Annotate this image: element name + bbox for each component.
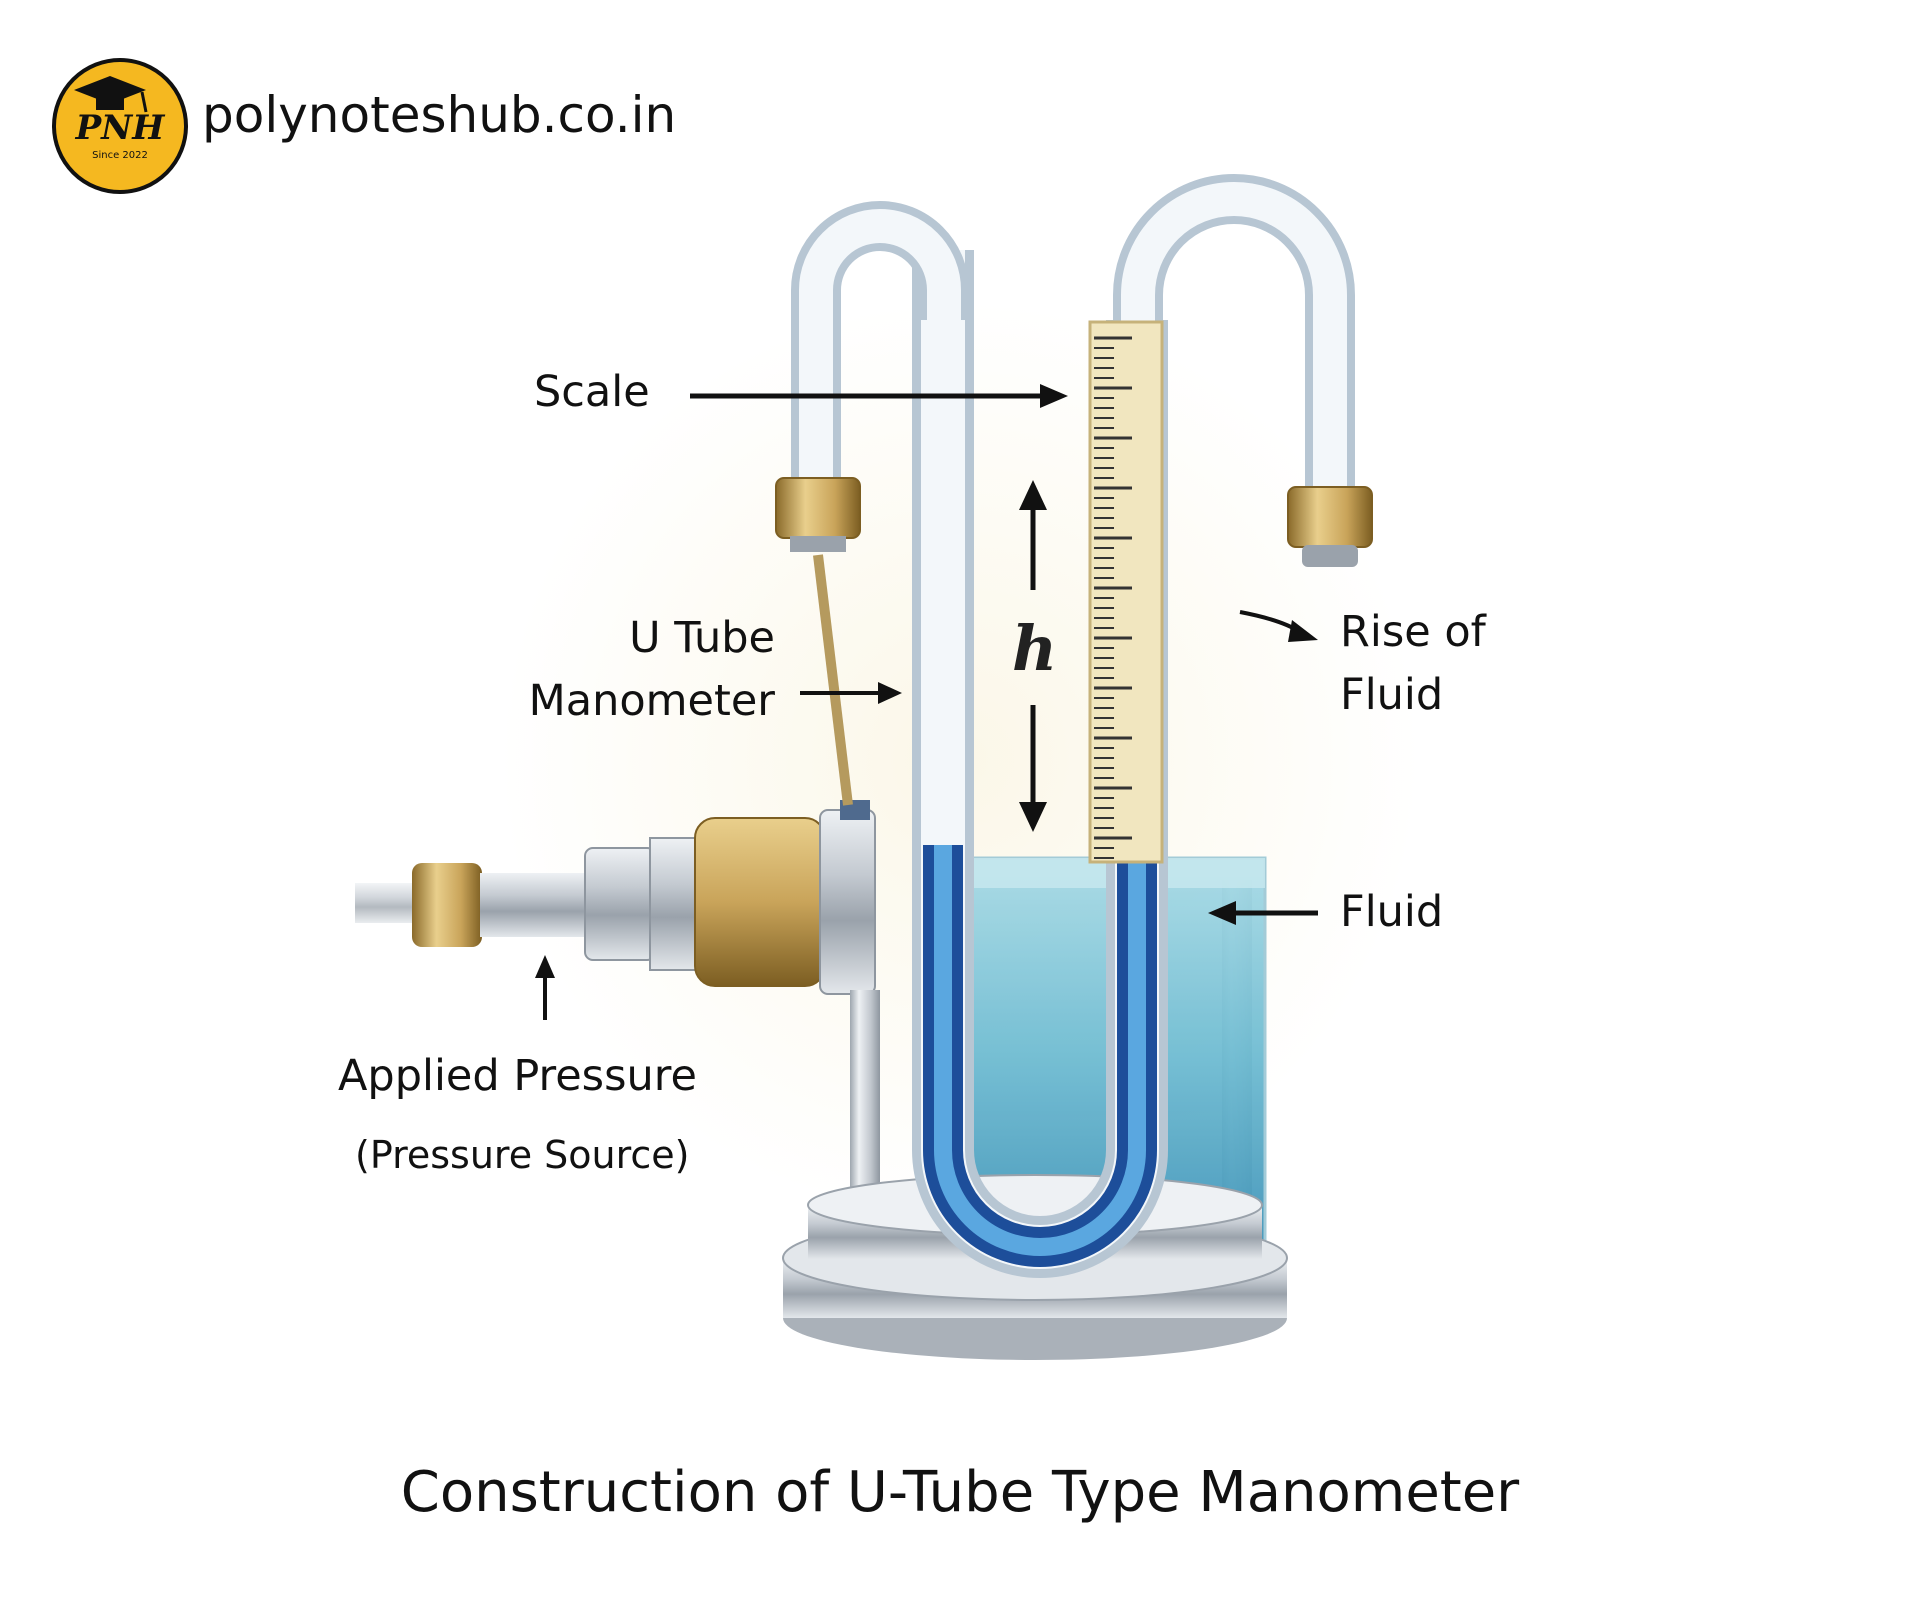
graduation-cap-icon	[74, 76, 148, 113]
logo-text: PNH	[75, 108, 165, 148]
rise-of-fluid-label-line2: Fluid	[1340, 670, 1444, 720]
arrow-up-icon	[535, 955, 555, 1020]
rise-of-fluid-label-line1: Rise of	[1340, 607, 1486, 657]
applied-pressure-label: Applied Pressure	[338, 1051, 697, 1101]
brand-logo	[52, 58, 188, 194]
diagram-caption: Construction of U-Tube Type Manometer	[400, 1460, 1520, 1525]
pressure-inlet-assembly	[355, 800, 876, 995]
pressure-source-label: (Pressure Source)	[355, 1133, 690, 1177]
arrow-right-icon	[1239, 610, 1318, 642]
left-hook-tube	[775, 201, 969, 552]
arrow-right-icon	[800, 682, 902, 704]
height-indicator	[1019, 480, 1047, 832]
arrow-left-icon	[1208, 901, 1318, 925]
logo-since: Since 2022	[92, 150, 148, 161]
fluid-label: Fluid	[1340, 887, 1444, 937]
stand-rod-left	[850, 990, 880, 1220]
measurement-scale	[1088, 320, 1164, 864]
manometer-base	[782, 1174, 1288, 1360]
connecting-tube	[813, 554, 853, 806]
arrow-down-icon	[1019, 705, 1047, 832]
height-label: h	[1012, 612, 1058, 685]
u-tube-label-line2: Manometer	[528, 676, 775, 726]
arrow-up-icon	[1019, 480, 1047, 590]
u-tube-label-line1: U Tube	[629, 613, 775, 663]
brand-url[interactable]: polynoteshub.co.in	[202, 86, 677, 144]
right-hook-tube	[1113, 174, 1373, 567]
scale-label: Scale	[534, 367, 650, 417]
arrow-right-icon	[690, 384, 1068, 408]
